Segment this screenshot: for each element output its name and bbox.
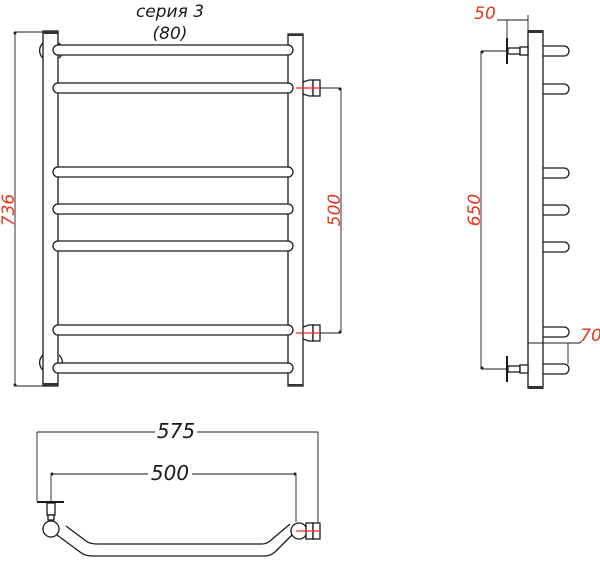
left-top-bracket [39, 42, 44, 59]
upper-wall-mount [506, 38, 529, 64]
dimension-70 [528, 340, 583, 364]
series-title: серия 3 [136, 2, 204, 22]
dimension-label-500-vertical: 500 [325, 194, 345, 226]
side-rungs [543, 45, 570, 375]
lower-wall-mount [506, 356, 529, 382]
rung [52, 362, 294, 374]
dimension-500-horizontal [50, 472, 297, 522]
rung [52, 82, 294, 94]
rung [52, 324, 294, 336]
top-view [36, 431, 321, 557]
rung [52, 203, 294, 215]
dimension-575 [36, 431, 319, 524]
dimension-label-50: 50 [474, 4, 496, 24]
rung [52, 166, 294, 178]
dimension-label-70: 70 [580, 326, 600, 346]
rung [52, 44, 294, 56]
dimension-736 [13, 31, 43, 387]
dimension-label-575: 575 [157, 419, 195, 443]
rung [52, 240, 294, 252]
dimension-50 [497, 15, 529, 38]
rungs [52, 44, 294, 374]
side-view [480, 15, 583, 389]
series-variant: (80) [153, 24, 188, 44]
top-rail-profile [42, 520, 321, 557]
dimension-650 [480, 50, 507, 370]
side-post [527, 30, 544, 389]
dimension-label-500-horizontal: 500 [151, 461, 189, 485]
front-view [13, 30, 342, 387]
dimension-500-vertical [320, 87, 342, 334]
dimension-label-736: 736 [0, 194, 19, 227]
dimension-label-650: 650 [465, 194, 485, 226]
left-bottom-bracket [39, 354, 44, 371]
